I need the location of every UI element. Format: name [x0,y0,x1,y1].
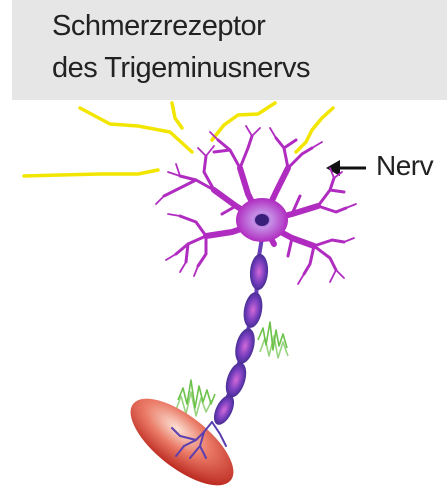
axon-segment-2 [241,291,265,330]
nerve-fiber-5 [24,170,158,176]
axon-segment-3 [232,326,258,365]
axon-segments [210,253,269,427]
axon-segment-1 [249,253,269,290]
nucleus [255,214,269,226]
nerve-label: Nerv [376,150,433,182]
nerve-fiber-4 [296,108,333,152]
axon-segment-4 [222,360,250,400]
nerve-fiber-3 [212,103,275,140]
nerve-fiber-2 [172,103,182,128]
